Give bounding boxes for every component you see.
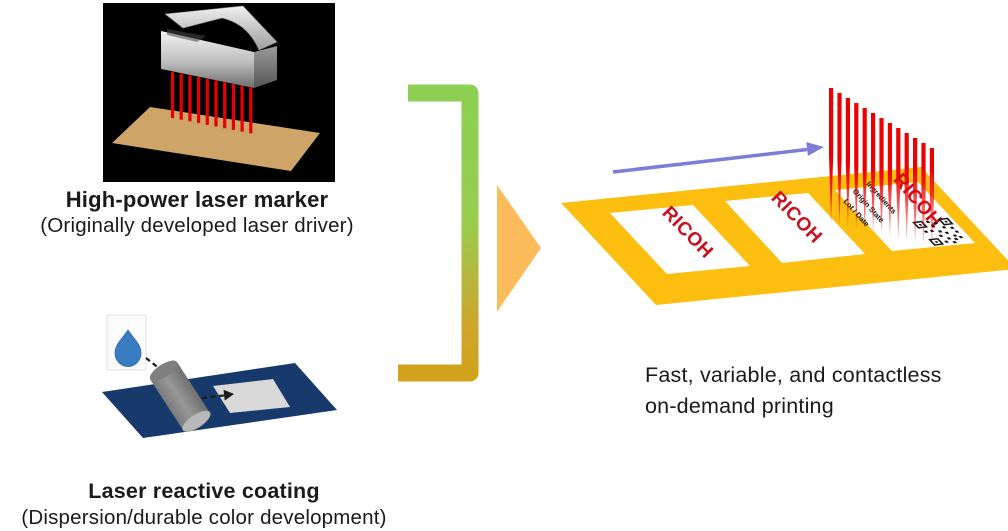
roller-body	[150, 362, 210, 430]
coating-illustration	[102, 314, 337, 438]
dashed-arrow-head	[223, 389, 234, 401]
dashed-arrow-line	[201, 394, 225, 400]
coating-roller	[149, 360, 211, 432]
qr-cell	[937, 230, 943, 233]
qr-finder-dot	[944, 220, 949, 223]
qr-cell	[952, 234, 958, 237]
qr-finder-dot	[934, 241, 939, 243]
combine-bracket	[398, 84, 479, 382]
qr-cell	[946, 237, 952, 240]
laser-beam	[845, 98, 850, 228]
coated-patch	[213, 379, 290, 413]
caption-result-line2: on-demand printing	[645, 393, 834, 418]
laser-beam	[862, 108, 867, 232]
caption-laser-marker-subtitle: (Originally developed laser driver)	[40, 214, 354, 237]
laser-head	[161, 5, 278, 88]
qr-cell	[958, 235, 964, 239]
qr-cell	[944, 231, 950, 235]
label-blank-3	[835, 182, 975, 251]
qr-cell	[954, 230, 960, 233]
laser-beam	[913, 138, 918, 244]
caption-coating: Laser reactive coating (Dispersion/durab…	[0, 479, 416, 530]
qr-cell	[944, 240, 949, 243]
laser-marker-photo	[103, 3, 335, 182]
droplet-icon	[114, 329, 142, 367]
qr-cell	[941, 226, 947, 229]
caption-laser-marker: High-power laser marker (Originally deve…	[17, 187, 377, 238]
laser-beam	[837, 93, 842, 226]
laser-beams-left	[170, 72, 253, 134]
laser-head-notch	[167, 29, 206, 42]
laser-beam	[929, 148, 934, 248]
label-blank-2	[725, 193, 865, 263]
laser-head-side	[254, 46, 277, 88]
feed-arrow-head	[806, 142, 824, 156]
caption-coating-title: Laser reactive coating	[88, 479, 320, 503]
qr-cell	[923, 230, 929, 233]
droplet-shape	[114, 329, 142, 367]
qr-cell	[938, 234, 944, 237]
dashed-arrow-line	[145, 357, 161, 370]
laser-beam	[904, 133, 909, 242]
laser-beams-right	[829, 88, 934, 248]
laser-beam	[896, 128, 901, 240]
roller-end-cap	[182, 410, 211, 432]
target-board	[112, 107, 320, 171]
label-blank-1	[610, 205, 750, 274]
laser-beam	[829, 88, 834, 224]
qr-cell	[952, 241, 958, 244]
qr-cell	[925, 220, 931, 224]
laser-beam	[887, 123, 892, 238]
roller-top-cap	[149, 360, 178, 382]
laser-beam	[879, 118, 884, 236]
qr-cell	[953, 237, 959, 241]
qr-finder-dot	[918, 223, 923, 226]
process-arrow-roller	[201, 389, 234, 401]
coating-sheet	[102, 363, 337, 438]
laser-beam	[921, 143, 926, 246]
label-web-illustration: RICOH RICOH RICOH Ingredients Origin Sta…	[561, 88, 1008, 305]
laser-head-body	[161, 31, 254, 88]
laser-head-flap	[164, 5, 278, 51]
feed-arrow-line	[612, 147, 808, 174]
laser-beam	[871, 113, 876, 234]
caption-coating-subtitle: (Dispersion/durable color development)	[21, 506, 387, 529]
caption-result: Fast, variable, and contactless on-deman…	[645, 360, 1005, 421]
laser-beam	[854, 103, 859, 230]
feed-direction-arrow	[612, 142, 824, 174]
caption-laser-marker-title: High-power laser marker	[65, 187, 329, 212]
flow-triangle-arrow	[497, 185, 541, 312]
qr-cell	[949, 226, 955, 229]
qr-cell	[933, 222, 939, 225]
caption-result-line1: Fast, variable, and contactless	[645, 363, 942, 387]
